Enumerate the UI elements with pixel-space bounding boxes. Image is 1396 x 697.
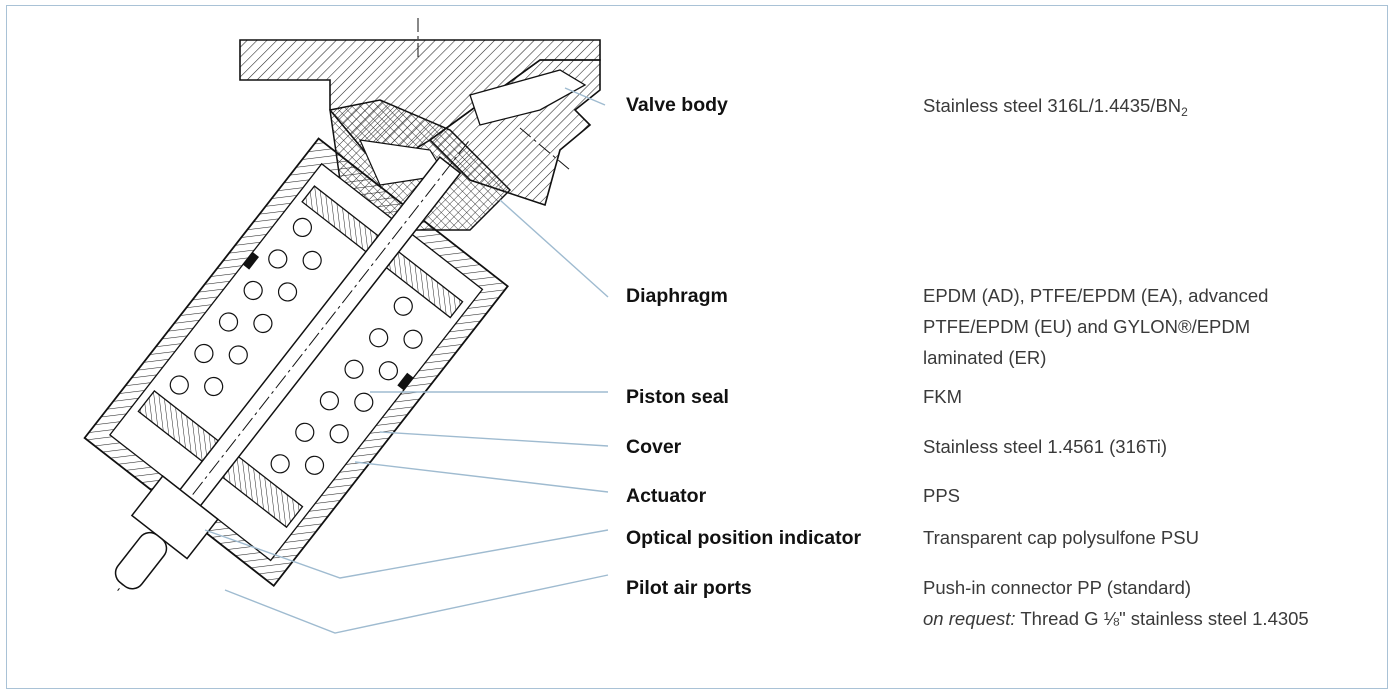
value-diaphragm: EPDM (AD), PTFE/EPDM (EA), advanced PTFE… <box>923 285 1269 368</box>
label-diaphragm: Diaphragm <box>626 285 728 307</box>
value-valve-body: Stainless steel 316L/1.4435/BN2 <box>923 95 1188 119</box>
label-cover: Cover <box>626 436 682 458</box>
label-optical-position-indicator: Optical position indicator <box>626 527 862 549</box>
leader-lines <box>204 87 609 634</box>
value-actuator: PPS <box>923 485 961 506</box>
label-actuator: Actuator <box>626 485 707 507</box>
label-pilot-air-ports: Pilot air ports <box>626 577 752 599</box>
value-piston-seal: FKM <box>923 386 963 407</box>
figure-frame <box>6 5 1388 689</box>
value-pilot-air-ports: Push-in connector PP (standard) on reque… <box>923 577 1309 629</box>
value-cover: Stainless steel 1.4561 (316Ti) <box>923 436 1168 457</box>
label-piston-seal: Piston seal <box>626 386 729 408</box>
label-valve-body: Valve body <box>626 94 728 116</box>
actuator-housing-shape <box>83 137 509 591</box>
on-request-note: on request: <box>923 608 1016 629</box>
value-optical-position-indicator: Transparent cap polysulfone PSU <box>923 527 1199 548</box>
